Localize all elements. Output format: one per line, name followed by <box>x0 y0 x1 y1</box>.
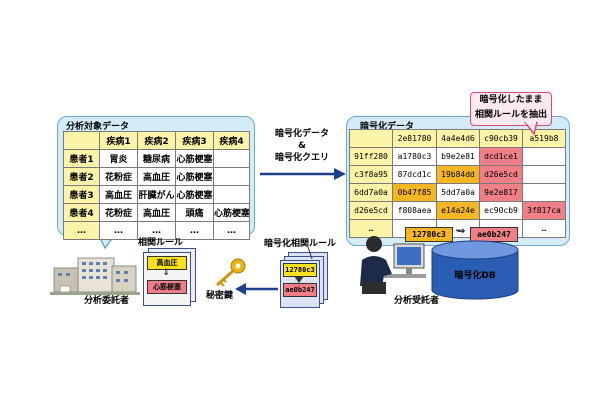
table-cell: f808aea <box>392 201 437 220</box>
rule-label: 相関ルール <box>138 238 184 248</box>
row-header: 患者2 <box>63 167 100 186</box>
key-label: 秘密鍵 <box>206 291 234 301</box>
table-header: 疾病2 <box>137 131 176 150</box>
table-row: 患者2 花粉症 高血圧 心筋梗塞 <box>63 167 250 186</box>
table-cell: 4a4e4d6 <box>436 129 480 148</box>
table-cell: 高血圧 <box>99 185 138 204</box>
table-cell: 高血圧 <box>137 203 176 222</box>
table-cell: 心筋梗塞 <box>175 185 214 204</box>
table-cell: 3f817ca <box>522 201 566 220</box>
table-cell: e14a24e <box>436 201 480 220</box>
table-cell: 9e2e817 <box>479 183 523 202</box>
table-row: 患者1 胃炎 糖尿病 心筋梗塞 <box>63 149 250 168</box>
encrypted-rule-bottom: ae0b247 <box>283 283 317 297</box>
table-cell <box>213 185 250 204</box>
encrypted-data-table: 2e81780 4a4e4d6 c90cb39 a519b8 91ff280 a… <box>349 129 566 238</box>
analyst-label: 分析受託者 <box>394 296 440 306</box>
callout-box: 暗号化したまま 相関ルールを抽出 <box>470 92 552 126</box>
table-cell: 心筋梗塞 <box>213 203 250 222</box>
table-cell: 糖尿病 <box>137 149 176 168</box>
callout-tail <box>524 122 538 136</box>
row-header: … <box>63 221 100 240</box>
rule-arrow: ⇓ <box>162 268 170 278</box>
table-row: 患者3 高血圧 肝臓がん 心筋梗塞 <box>63 185 250 204</box>
table-cell: … <box>99 221 138 240</box>
table-cell: ec90cb9 <box>479 201 523 220</box>
row-header: 患者3 <box>63 185 100 204</box>
table-cell: a1780c3 <box>392 147 437 166</box>
result-arrow: ⇒ <box>456 226 466 237</box>
right-panel-title: 暗号化データ <box>360 122 415 132</box>
table-cell <box>213 167 250 186</box>
right-arrow-icon <box>260 168 346 180</box>
table-cell: 肝臓がん <box>137 185 176 204</box>
table-cell: b9e2e81 <box>436 147 480 166</box>
table-cell: 5dd7a0a <box>436 183 480 202</box>
callout-line1: 暗号化したまま <box>479 95 543 105</box>
table-header: 疾病4 <box>213 131 250 150</box>
table-cell: 6dd7a0a <box>349 183 393 202</box>
table-row: 91ff280 a1780c3 b9e2e81 dcd1ce1 <box>349 147 566 166</box>
table-cell <box>349 129 393 148</box>
table-cell: 花粉症 <box>99 203 138 222</box>
rule-bottom: 心筋梗塞 <box>147 280 187 294</box>
table-cell: dcd1ce1 <box>479 147 523 166</box>
table-row: … … … … … <box>63 221 250 240</box>
table-cell: c90cb39 <box>479 129 523 148</box>
table-row: d26e5cd f808aea e14a24e ec90cb9 3f817ca <box>349 201 566 220</box>
down-arrow-icon <box>294 276 304 283</box>
callout-line2: 相関ルールを抽出 <box>474 110 547 120</box>
table-header: 疾病1 <box>99 131 138 150</box>
table-cell: 高血圧 <box>137 167 176 186</box>
table-cell: 心筋梗塞 <box>175 167 214 186</box>
table-cell <box>63 131 100 150</box>
table-cell <box>213 149 250 168</box>
table-cell: 2e81780 <box>392 129 437 148</box>
row-header: 患者1 <box>63 149 100 168</box>
table-cell: 花粉症 <box>99 167 138 186</box>
left-panel-title: 分析対象データ <box>66 122 130 132</box>
table-cell: … <box>213 221 250 240</box>
table-cell: 0b47f85 <box>392 183 437 202</box>
table-cell: … <box>137 221 176 240</box>
table-header: 疾病3 <box>175 131 214 150</box>
table-row: 6dd7a0a 0b47f85 5dd7a0a 9e2e817 <box>349 183 566 202</box>
table-cell: 胃炎 <box>99 149 138 168</box>
middle-label-line3: 暗号化クエリ <box>274 153 329 163</box>
table-row: c3f8a95 87dcd1c 19b84dd d26e5cd <box>349 165 566 184</box>
left-arrow-icon <box>235 283 278 295</box>
table-cell: 心筋梗塞 <box>175 149 214 168</box>
table-cell: d26e5cd <box>349 201 393 220</box>
table-row: 患者4 花粉症 高血圧 頭痛 心筋梗塞 <box>63 203 250 222</box>
row-header: 患者4 <box>63 203 100 222</box>
analysis-data-table: 疾病1 疾病2 疾病3 疾病4 患者1 胃炎 糖尿病 心筋梗塞 患者2 花粉症 … <box>63 131 250 240</box>
key-icon <box>216 258 246 287</box>
rule-top: 高血圧 <box>147 256 187 270</box>
table-cell: 91ff280 <box>349 147 393 166</box>
result-left-box: 12780c3 <box>405 227 453 242</box>
table-cell: 頭痛 <box>175 203 214 222</box>
table-cell: 87dcd1c <box>392 165 437 184</box>
client-label: 分析委託者 <box>84 296 130 306</box>
table-cell <box>522 183 566 202</box>
database-icon <box>431 240 519 300</box>
analyst-icon <box>360 236 426 294</box>
table-cell: 19b84dd <box>436 165 480 184</box>
table-cell <box>522 165 566 184</box>
table-cell: … <box>522 219 566 238</box>
middle-label: 暗号化データ & 暗号化クエリ <box>262 128 342 164</box>
table-row: 疾病1 疾病2 疾病3 疾病4 <box>63 131 250 150</box>
table-cell <box>522 147 566 166</box>
middle-label-line1: 暗号化データ <box>274 129 329 139</box>
db-label: 暗号化DB <box>454 271 496 281</box>
table-cell: c3f8a95 <box>349 165 393 184</box>
encrypted-rule-label: 暗号化相関ルール <box>264 239 337 249</box>
middle-label-line2: & <box>298 141 306 151</box>
hospital-icon <box>50 257 140 295</box>
table-cell: d26e5cd <box>479 165 523 184</box>
label-pointer <box>307 247 313 260</box>
